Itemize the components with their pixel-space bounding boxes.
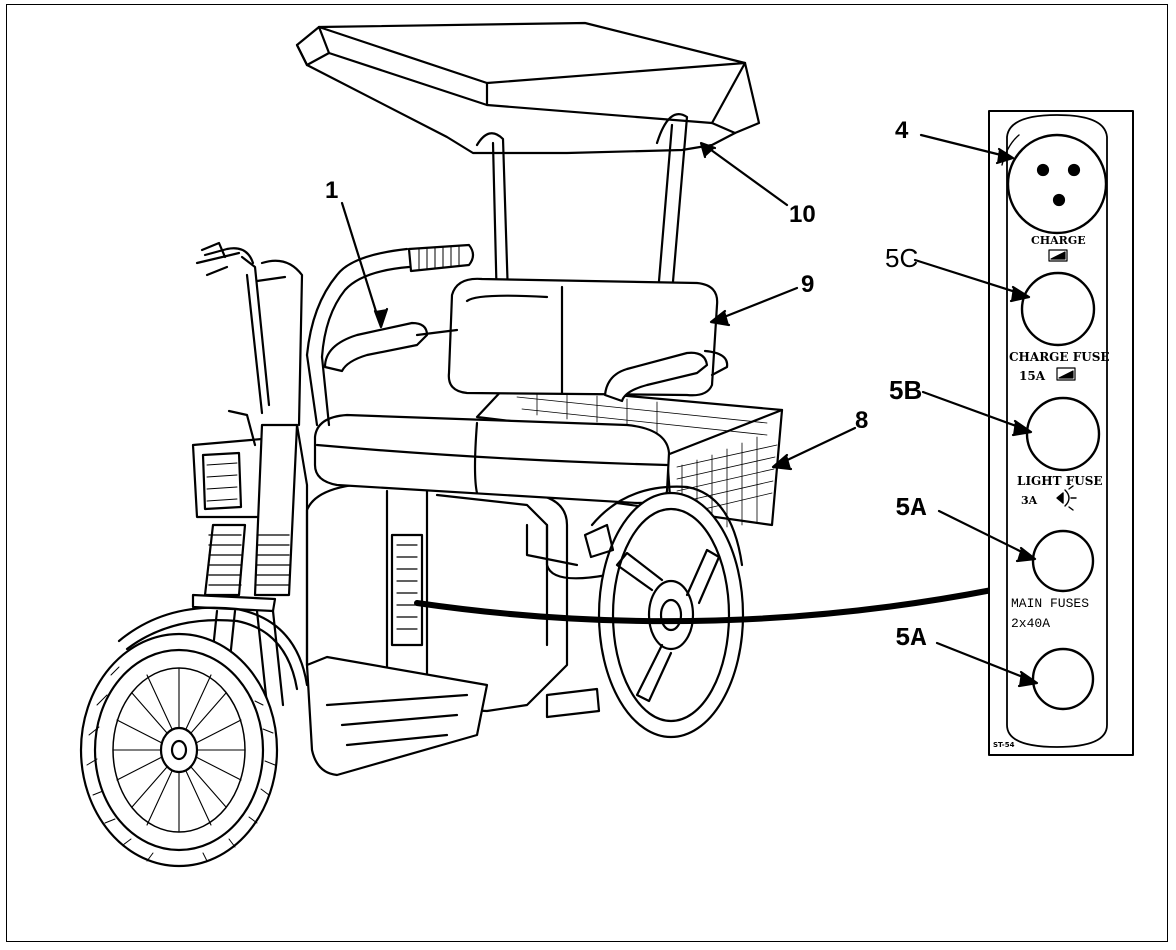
light-bulb-icon — [1056, 485, 1077, 511]
callout-leaders — [340, 133, 1039, 688]
main-fuse-holder-2 — [1031, 647, 1095, 711]
tricycle-illustration — [79, 21, 1134, 868]
seat-cushion — [313, 413, 671, 505]
floor-plate — [305, 655, 601, 777]
light-fuse-label: LIGHT FUSE — [1017, 474, 1103, 488]
diagram-frame: 1 10 9 8 4 5C 5B 5A 5A CHARGE CHARGE FUS… — [6, 4, 1168, 942]
armrest-right — [603, 349, 729, 403]
callout-10: 10 — [789, 201, 816, 228]
canopy-roof — [295, 21, 761, 155]
main-fuses-label: MAIN FUSES — [1011, 596, 1090, 611]
front-fender — [117, 606, 309, 691]
callout-5a-upper: 5A — [895, 493, 927, 523]
light-fuse-rating: 3A — [1021, 494, 1038, 507]
callout-5a-lower: 5A — [895, 623, 927, 653]
rear-wheel — [583, 485, 745, 739]
battery-icon — [1056, 367, 1076, 381]
callout-9: 9 — [801, 271, 815, 298]
battery-icon — [1048, 249, 1068, 262]
chassis-body — [305, 481, 609, 713]
main-fuse-holder-1 — [1031, 529, 1095, 593]
callout-4: 4 — [895, 117, 909, 144]
main-fuses-rating: 2x40A — [1011, 616, 1051, 631]
charge-fuse-holder — [1020, 271, 1096, 347]
main-fuse-wire — [414, 587, 995, 625]
callout-1: 1 — [325, 177, 339, 204]
front-wheel — [79, 632, 279, 868]
handle-grip — [305, 243, 475, 427]
callout-5c: 5C — [885, 243, 919, 273]
steering-column — [195, 241, 304, 427]
headlight — [191, 409, 267, 519]
light-fuse-holder — [1025, 396, 1101, 472]
front-forks — [191, 423, 309, 747]
charge-label: CHARGE — [1031, 234, 1086, 247]
callout-8: 8 — [855, 407, 869, 434]
charge-fuse-label: CHARGE FUSE — [1009, 350, 1110, 364]
armrest-left — [323, 321, 459, 373]
charge-fuse-rating: 15A — [1019, 369, 1046, 383]
callout-5b: 5B — [889, 375, 923, 405]
charge-socket — [1001, 133, 1108, 235]
panel-code: ST-54 — [993, 741, 1015, 749]
